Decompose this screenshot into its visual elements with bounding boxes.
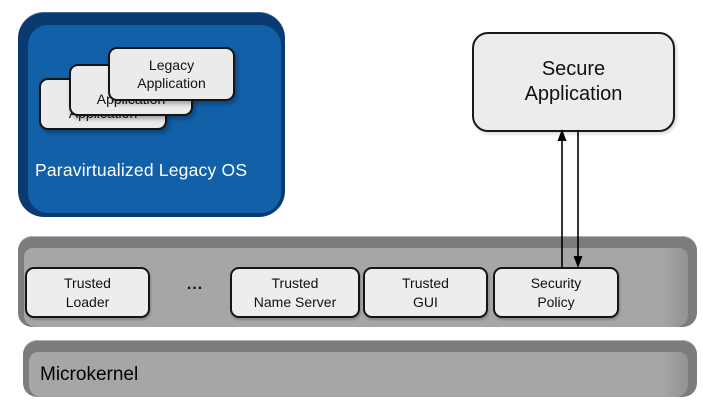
paravirtualized-legacy-os-label: Paravirtualized Legacy OS [35,160,248,180]
trusted-loader-label: Trusted Loader [64,275,111,310]
trusted-name-server-label: Trusted Name Server [253,275,337,310]
ipc-arrows [557,129,583,268]
paravirtualized-legacy-os-box: Legacy Application Legacy Application Le… [18,12,285,217]
microkernel-label: Microkernel [40,364,139,385]
trusted-components-bar: Trusted Loader ... Trusted Name Server T… [18,236,697,327]
trusted-name-server-box: Trusted Name Server [230,267,360,318]
ellipsis-label: ... [186,276,204,293]
security-policy-label: Security Policy [530,275,582,310]
legacy-application-box-front: Legacy Application [108,47,235,101]
microkernel-bar-face [29,352,688,397]
legacy-application-label: Legacy Application [137,57,206,91]
trusted-gui-box: Trusted GUI [363,267,488,318]
trusted-loader-box: Trusted Loader [25,267,150,318]
secure-application-label: Secure Application [524,58,623,105]
arrow-up-icon [557,129,567,267]
trusted-gui-label: Trusted GUI [402,275,449,310]
arrow-down-icon [573,130,583,268]
security-policy-box: Security Policy [493,267,619,318]
secure-application-box: Secure Application [472,32,675,132]
microkernel-bar: Microkernel [23,340,697,397]
